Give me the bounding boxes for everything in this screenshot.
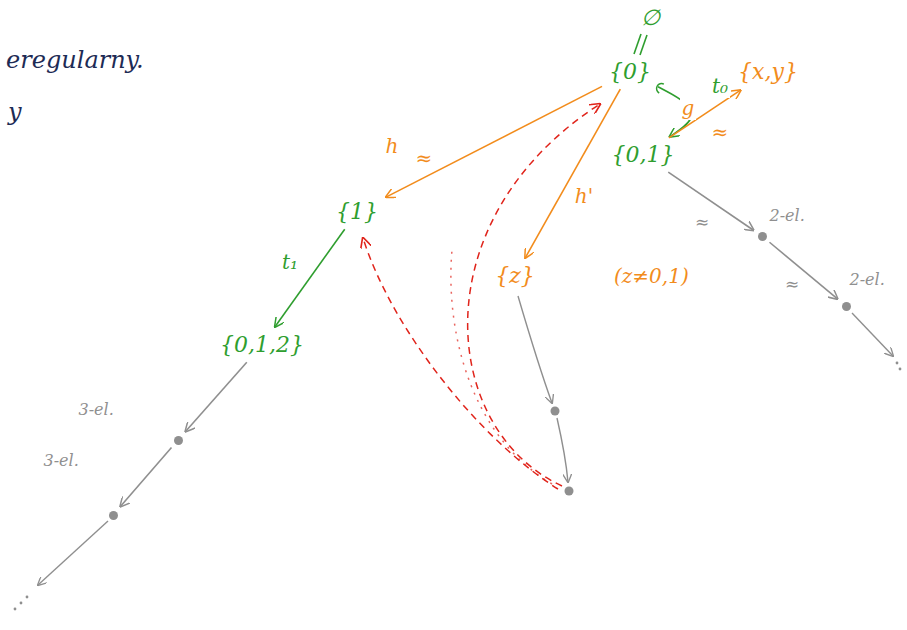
continuation-arrows (38, 296, 893, 585)
point-node: 2-el. (842, 302, 851, 311)
element-count: 3-el. (79, 400, 114, 419)
arrow-label: t₁ (280, 250, 300, 274)
text-fragment: y (6, 98, 24, 127)
set-label: {x,y} (738, 59, 798, 85)
set-label: {1} (336, 199, 378, 225)
morphism-arrow (275, 229, 345, 327)
set-node: {1} (332, 198, 382, 226)
element-count: 3-el. (44, 451, 79, 470)
equality-bars (634, 34, 647, 55)
set-node: {0} (605, 58, 655, 86)
text-fragment: eregularny. (4, 46, 146, 75)
point-node: 3-el. (174, 436, 183, 445)
set-label: {0,1,2} (220, 332, 304, 358)
set-node: {z} (491, 262, 539, 290)
set-node: {0,1,2} (216, 331, 308, 359)
arrow-label: ≈ (783, 274, 801, 294)
isomorphism-sign: ≈ (414, 146, 435, 170)
set-label: {0} (609, 59, 651, 85)
morphism-arrow (770, 242, 838, 299)
set-label: {z} (495, 263, 535, 289)
morphism-arrow (186, 362, 247, 431)
empty-set-symbol: ∅ (639, 5, 662, 31)
element-count: 2-el. (770, 206, 805, 225)
arrow-label: t₀ (710, 74, 730, 98)
arrow-label: g (680, 96, 697, 120)
condition-note: (z≠0,1) (612, 264, 691, 288)
arrow-label: h' (573, 184, 595, 208)
back-arrows (363, 104, 600, 489)
set-node: {x,y} (734, 58, 802, 86)
isomorphism-sign: ≈ (710, 120, 731, 144)
element-count: 2-el. (850, 270, 885, 289)
point-node: 2-el. (758, 232, 767, 241)
set-node: {0,1} (608, 141, 679, 169)
arrow-label: h (384, 134, 401, 158)
arrow-label: ≈ (693, 212, 711, 232)
morphism-arrow (120, 448, 171, 507)
set-label: {0,1} (612, 142, 675, 168)
point-node: 3-el. (109, 511, 118, 520)
morphism-arrow (525, 89, 620, 258)
